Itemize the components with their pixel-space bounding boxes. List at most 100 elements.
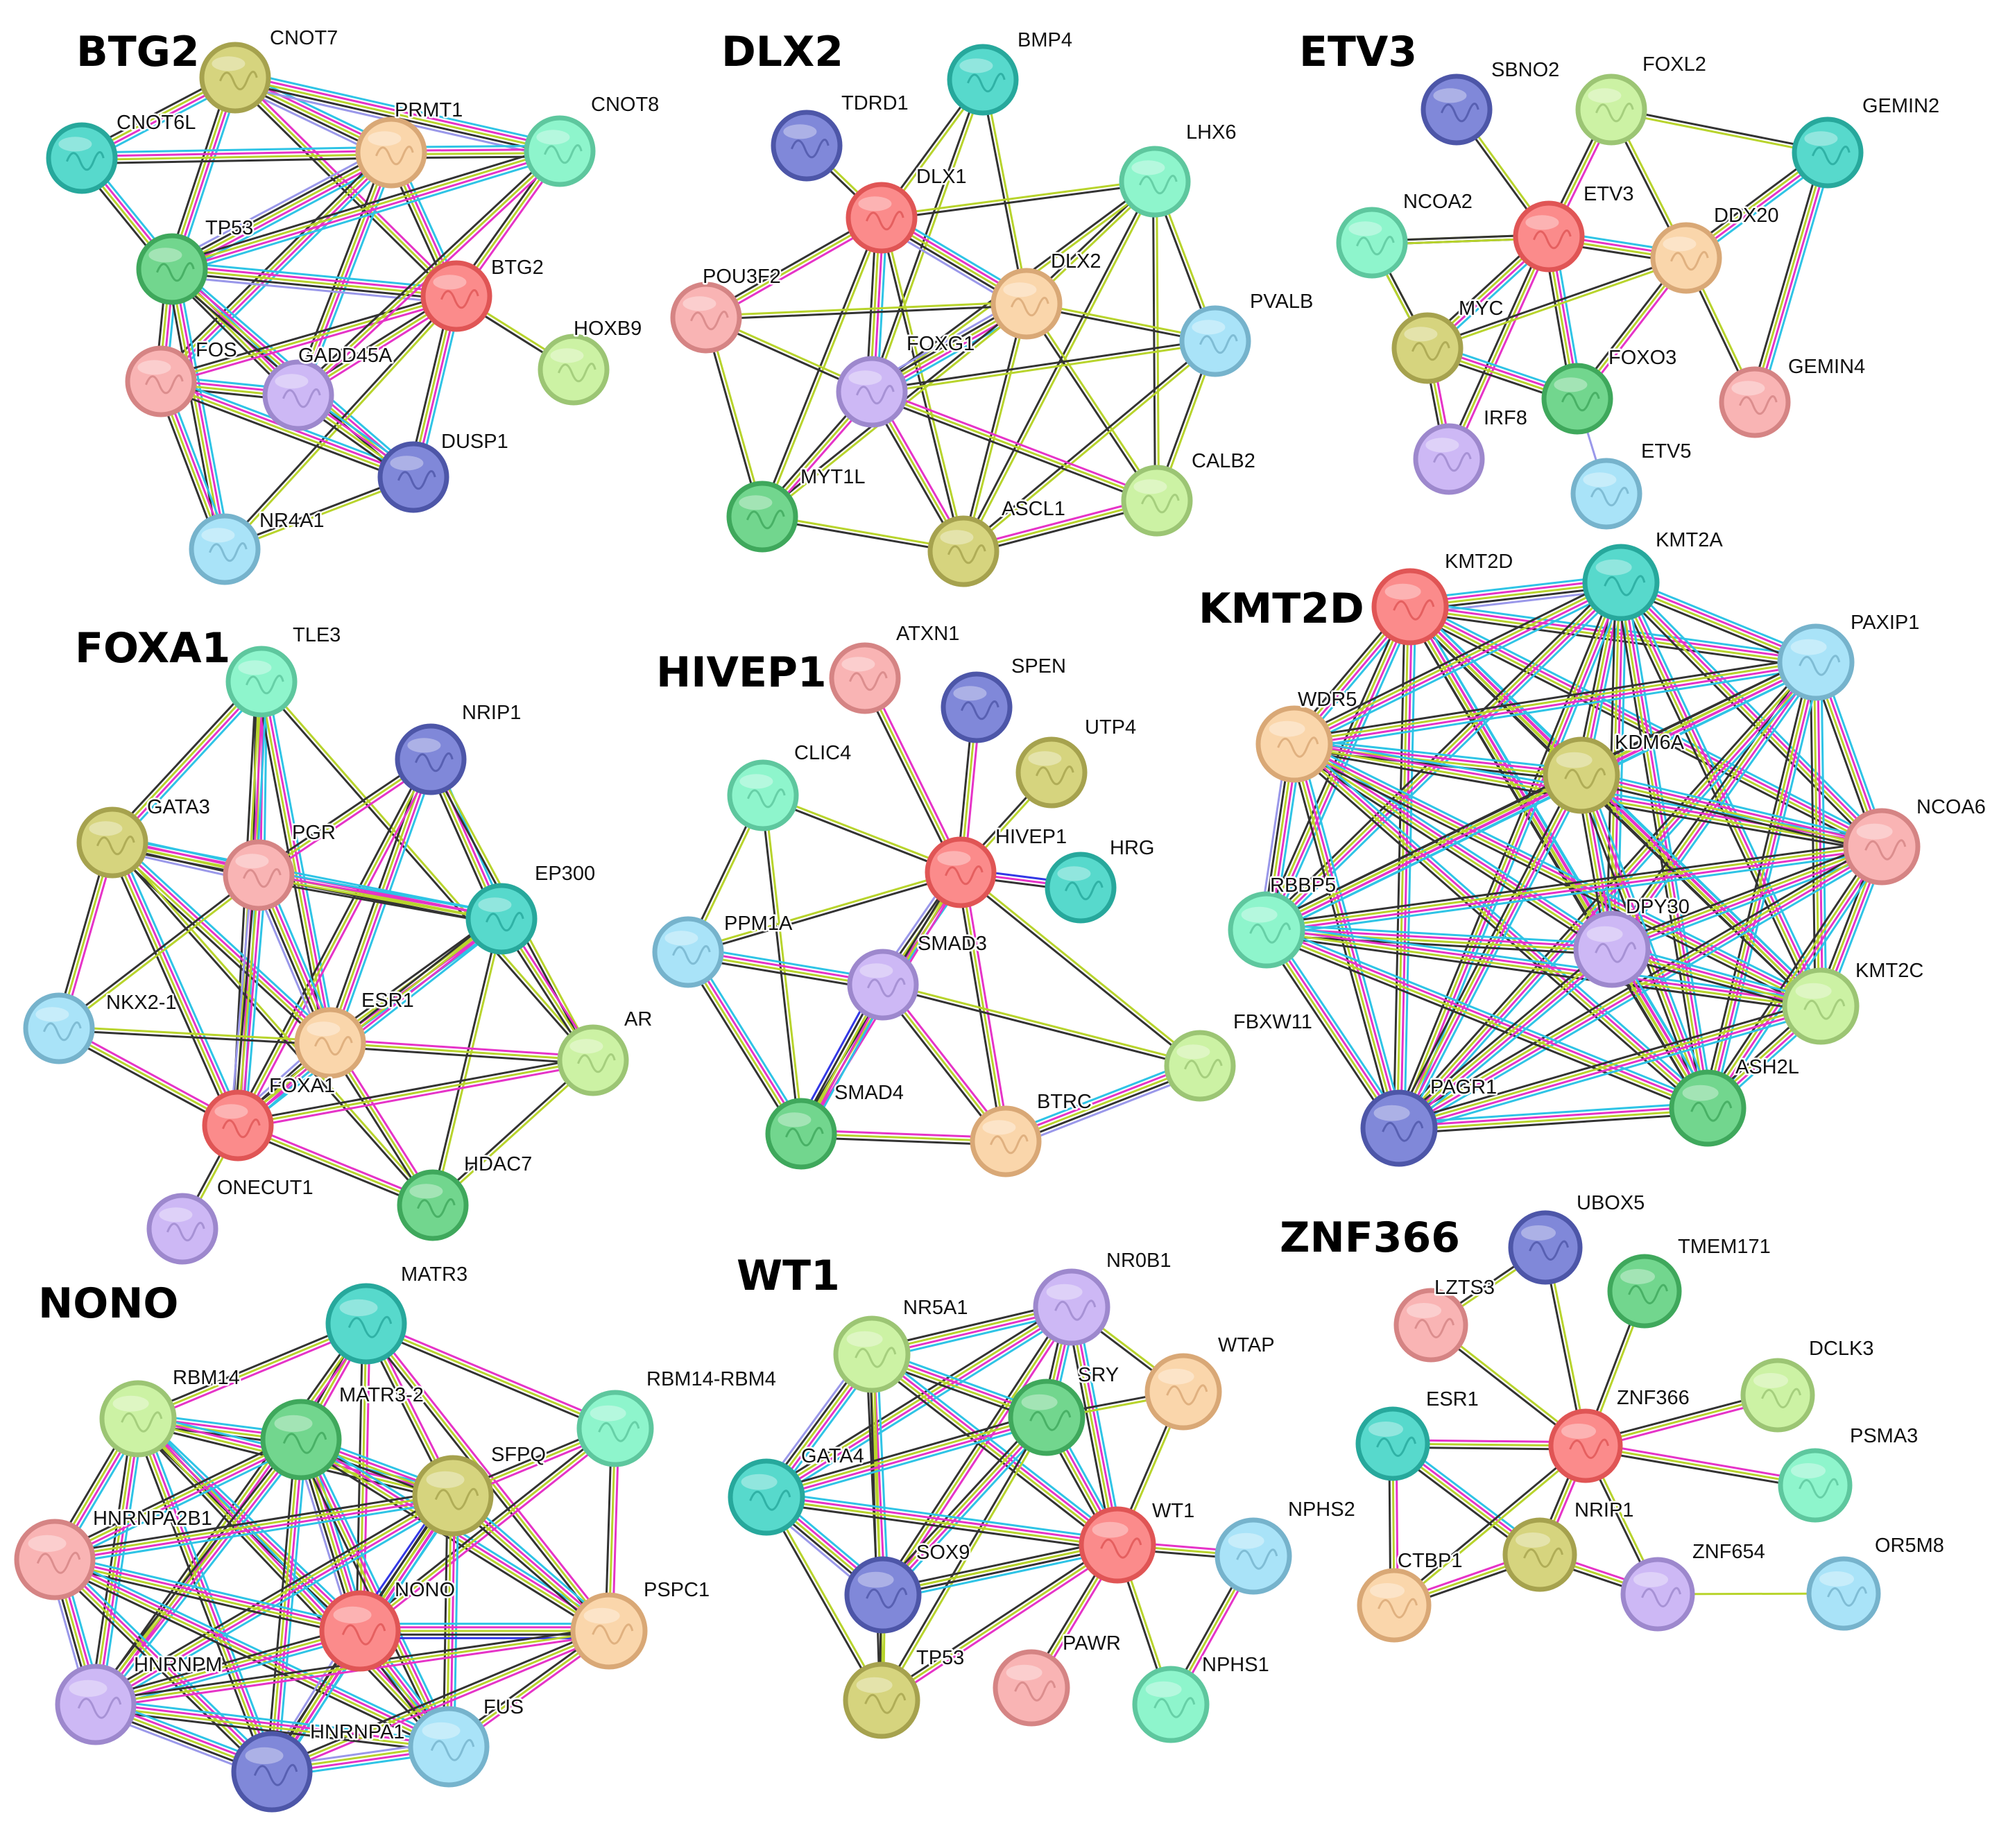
node-pspc1[interactable]: PSPC1	[570, 1578, 712, 1670]
node-cnot7[interactable]: CNOT7	[199, 26, 340, 114]
node-etv3[interactable]: ETV3	[1513, 182, 1636, 273]
node-rbbp5[interactable]: RBBP5	[1228, 873, 1338, 969]
node-pvalb[interactable]: PVALB	[1179, 289, 1315, 377]
node-utp4[interactable]: UTP4	[1015, 715, 1138, 809]
node-hdac7[interactable]: HDAC7	[397, 1152, 534, 1241]
node-wtap[interactable]: WTAP	[1144, 1333, 1276, 1431]
node-ncoa2[interactable]: NCOA2	[1336, 189, 1474, 279]
node-myt1l[interactable]: MYT1L	[726, 465, 867, 553]
node-foxl2[interactable]: FOXL2	[1575, 52, 1708, 146]
node-dusp1[interactable]: DUSP1	[377, 429, 510, 513]
node-sox9[interactable]: SOX9	[844, 1540, 972, 1634]
node-pgr[interactable]: PGR	[223, 820, 337, 911]
node-znf366[interactable]: ZNF366	[1548, 1385, 1691, 1483]
node-dlx1[interactable]: DLX1	[846, 164, 968, 254]
node-ascl1[interactable]: ASCL1	[927, 496, 1067, 587]
node-fbxw11[interactable]: FBXW11	[1164, 1010, 1314, 1102]
node-foxo3[interactable]: FOXO3	[1541, 345, 1679, 435]
node-nkx2-1[interactable]: NKX2-1	[23, 990, 178, 1064]
node-cnot6l[interactable]: CNOT6L	[46, 110, 198, 194]
node-pou3f2[interactable]: POU3F2	[670, 264, 782, 354]
node-tp53[interactable]: TP53	[136, 216, 255, 305]
edge-sfpq-hnrnpm	[98, 1499, 456, 1711]
node-bmp4[interactable]: BMP4	[947, 28, 1074, 116]
node-ctbp1[interactable]: CTBP1	[1357, 1548, 1464, 1643]
node-gemin2[interactable]: GEMIN2	[1792, 94, 1941, 189]
node-kmt2d[interactable]: KMT2D	[1371, 549, 1515, 646]
node-ubox5[interactable]: UBOX5	[1508, 1191, 1647, 1285]
node-btrc[interactable]: BTRC	[970, 1089, 1093, 1177]
node-nr4a1[interactable]: NR4A1	[189, 508, 326, 585]
node-pagr1[interactable]: PAGR1	[1360, 1075, 1499, 1167]
node-znf654[interactable]: ZNF654	[1620, 1539, 1767, 1632]
node-tle3[interactable]: TLE3	[225, 623, 343, 718]
node-gadd45a[interactable]: GADD45A	[262, 343, 395, 431]
node-nphs1[interactable]: NPHS1	[1132, 1652, 1271, 1743]
node-ncoa6[interactable]: NCOA6	[1843, 795, 1987, 886]
node-hoxb9[interactable]: HOXB9	[538, 316, 644, 406]
node-or5m8[interactable]: OR5M8	[1806, 1533, 1946, 1631]
node-foxg1[interactable]: FOXG1	[836, 331, 977, 428]
node-spen[interactable]: SPEN	[941, 654, 1067, 743]
node-sry[interactable]: SRY	[1008, 1363, 1121, 1456]
node-dclk3[interactable]: DCLK3	[1740, 1336, 1876, 1433]
node-matr3[interactable]: MATR3	[325, 1262, 470, 1365]
node-onecut1[interactable]: ONECUT1	[146, 1175, 315, 1265]
node-esr1[interactable]: ESR1	[294, 988, 415, 1079]
node-ep300[interactable]: EP300	[465, 861, 597, 955]
node-gata3[interactable]: GATA3	[76, 795, 212, 879]
node-etv5[interactable]: ETV5	[1570, 439, 1693, 530]
node-atxn1[interactable]: ATXN1	[829, 621, 961, 714]
node-matr3-2[interactable]: MATR3-2	[260, 1383, 425, 1480]
node-calb2[interactable]: CALB2	[1121, 449, 1257, 537]
node-hnrnpa1[interactable]: HNRNPA1	[231, 1720, 406, 1813]
node-kmt2c[interactable]: KMT2C	[1782, 958, 1925, 1045]
node-rbm14-rbm4[interactable]: RBM14-RBM4	[576, 1367, 778, 1467]
node-tmem171[interactable]: TMEM171	[1607, 1234, 1772, 1329]
node-hrg[interactable]: HRG	[1045, 836, 1156, 924]
node-ddx20[interactable]: DDX20	[1650, 203, 1780, 294]
node-hnrnpm[interactable]: HNRNPM	[55, 1652, 224, 1745]
node-smad4[interactable]: SMAD4	[765, 1080, 905, 1170]
node-nrip1[interactable]: NRIP1	[1502, 1498, 1636, 1592]
node-cnot8[interactable]: CNOT8	[524, 92, 661, 187]
node-fos[interactable]: FOS	[125, 338, 239, 417]
node-sbno2[interactable]: SBNO2	[1421, 58, 1561, 146]
node-tdrd1[interactable]: TDRD1	[771, 91, 910, 182]
node-tp53[interactable]: TP53	[843, 1646, 966, 1739]
node-prmt1[interactable]: PRMT1	[355, 98, 465, 189]
node-ppm1a[interactable]: PPM1A	[652, 911, 794, 988]
node-nr5a1[interactable]: NR5A1	[833, 1295, 970, 1393]
node-nr0b1[interactable]: NR0B1	[1033, 1248, 1173, 1346]
node-gemin4[interactable]: GEMIN4	[1719, 354, 1867, 438]
node-rbm14[interactable]: RBM14	[99, 1365, 241, 1458]
node-nrip1[interactable]: NRIP1	[395, 700, 523, 795]
node-nono[interactable]: NONO	[319, 1578, 457, 1672]
node-kmt2a[interactable]: KMT2A	[1582, 528, 1725, 621]
node-hivep1[interactable]: HIVEP1	[925, 824, 1069, 908]
node-btg2[interactable]: BTG2	[420, 255, 545, 332]
node-foxa1[interactable]: FOXA1	[202, 1073, 337, 1162]
node-smad3[interactable]: SMAD3	[847, 931, 988, 1021]
node-lhx6[interactable]: LHX6	[1119, 120, 1238, 218]
node-nphs2[interactable]: NPHS2	[1215, 1497, 1357, 1595]
node-clic4[interactable]: CLIC4	[727, 741, 853, 831]
node-paxip1[interactable]: PAXIP1	[1777, 610, 1921, 701]
node-ash2l[interactable]: ASH2L	[1669, 1055, 1801, 1147]
node-wt1[interactable]: WT1	[1079, 1499, 1196, 1584]
node-esr1[interactable]: ESR1	[1355, 1387, 1480, 1481]
node-psma3[interactable]: PSMA3	[1778, 1424, 1920, 1523]
node-fus[interactable]: FUS	[408, 1695, 526, 1788]
node-irf8[interactable]: IRF8	[1413, 406, 1529, 495]
node-sfpq[interactable]: SFPQ	[412, 1442, 547, 1537]
node-lzts3[interactable]: LZTS3	[1393, 1275, 1497, 1363]
node-hnrnpa2b1[interactable]: HNRNPA2B1	[14, 1506, 214, 1600]
node-ar[interactable]: AR	[557, 1007, 654, 1096]
node-gata4[interactable]: GATA4	[728, 1444, 866, 1536]
node-kdm6a[interactable]: KDM6A	[1543, 730, 1686, 814]
node-wdr5[interactable]: WDR5	[1255, 687, 1359, 783]
node-dpy30[interactable]: DPY30	[1573, 895, 1691, 988]
node-myc[interactable]: MYC	[1391, 296, 1505, 384]
node-pawr[interactable]: PAWR	[993, 1631, 1122, 1727]
node-dlx2[interactable]: DLX2	[990, 249, 1103, 340]
